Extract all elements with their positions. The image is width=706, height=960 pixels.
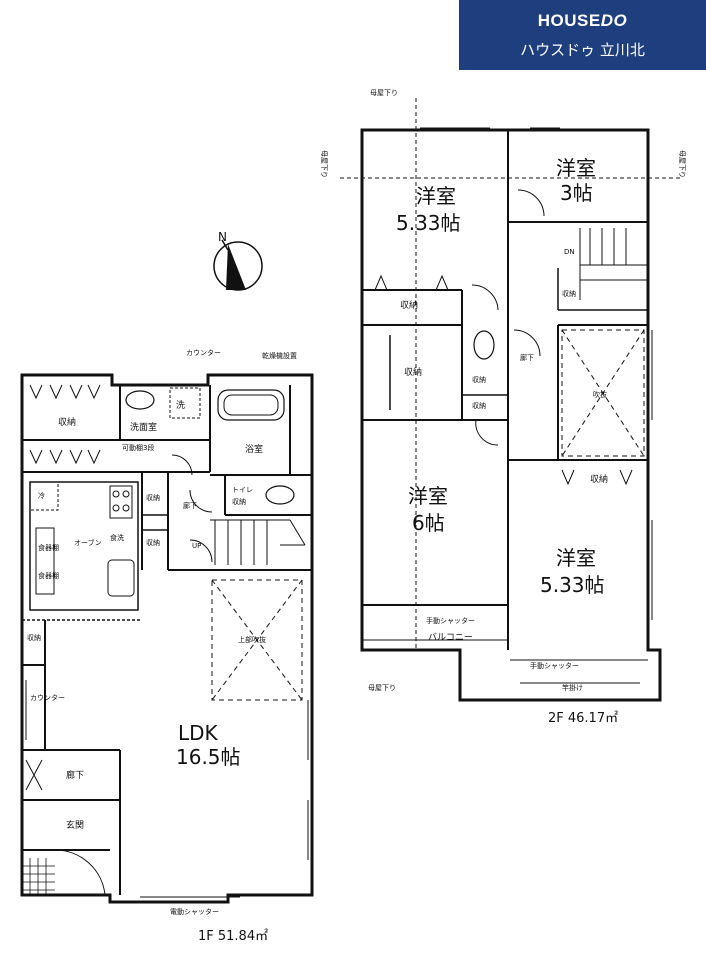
dryer-label: 乾燥機設置 <box>262 351 297 360</box>
dn-label: DN <box>564 248 575 256</box>
storage-6-label: 収納 <box>590 473 608 485</box>
floor-2-labels: 洋室 5.33帖 洋室 3帖 収納 収納 収納 収納 収納 収納 DN 廊下 吹… <box>320 89 686 726</box>
shutter-label: 電動シャッター <box>170 907 219 916</box>
toilet-label: トイレ <box>232 486 253 494</box>
stairwell-label: 上部吹抜 <box>238 635 266 644</box>
floor-2-area-label: 2F 46.17㎡ <box>548 711 618 726</box>
counter-left-label: カウンター <box>30 693 65 702</box>
pantry-1-label: 食器棚 <box>38 543 59 552</box>
western-1-label: 洋室 <box>416 184 456 208</box>
washroom-label: 洗面室 <box>130 421 157 433</box>
storage-2-label: 収納 <box>404 366 422 378</box>
brand-logo: HOUSEDO <box>537 11 628 30</box>
bath-label: 浴室 <box>245 443 263 455</box>
dishwasher-label: 食洗 <box>110 533 124 542</box>
counter-top-label: カウンター <box>186 348 221 357</box>
ldk-size-label: 16.5帖 <box>176 745 241 769</box>
hall-label: 廊下 <box>183 501 197 510</box>
western-3-size-label: 6帖 <box>412 511 445 535</box>
floor-1-plan <box>20 373 314 904</box>
storage-1-label: 収納 <box>400 299 418 311</box>
manual-shutter-1-label: 手動シャッター <box>426 616 475 625</box>
storage-small-1-label: 収納 <box>146 493 160 502</box>
north-compass-icon: N <box>213 230 263 291</box>
storage-3-label: 収納 <box>472 375 486 384</box>
balcony-label: バルコニー <box>428 632 473 643</box>
roof-bottom-label: 母屋下り <box>368 684 396 692</box>
pantry-2-label: 食器棚 <box>38 571 59 580</box>
storage-small-2-label: 収納 <box>146 538 160 547</box>
western-2-size-label: 3帖 <box>560 181 593 205</box>
compass-label: N <box>218 230 227 244</box>
toilet-storage-label: 収納 <box>232 497 246 506</box>
void-label: 吹抜 <box>593 390 607 399</box>
oven-label: オーブン <box>74 538 102 547</box>
hall-2f-label: 廊下 <box>520 353 534 362</box>
floor-1-area-label: 1F 51.84㎡ <box>198 929 268 944</box>
drying-rod-label: 竿掛け <box>562 683 583 692</box>
western-2-label: 洋室 <box>556 156 596 180</box>
western-3-label: 洋室 <box>408 484 448 508</box>
western-4-size-label: 5.33帖 <box>540 573 605 597</box>
storage-5-label: 収納 <box>562 289 576 298</box>
ldk-label: LDK <box>178 721 219 745</box>
roof-top-label: 母屋下り <box>370 89 398 97</box>
brand-banner: HOUSEDO ハウスドゥ 立川北 <box>459 0 706 70</box>
floor-1-labels: 収納 洗面室 洗 カウンター 乾燥機設置 浴室 可動棚3段 収納 収納 トイレ … <box>27 348 297 944</box>
western-1-size-label: 5.33帖 <box>396 211 461 235</box>
storage-4-label: 収納 <box>472 401 486 410</box>
floor-2-plan <box>340 98 680 702</box>
western-4-label: 洋室 <box>556 546 596 570</box>
hall-lower-label: 廊下 <box>66 769 84 781</box>
roof-right-label: 母屋下り <box>678 150 686 178</box>
storage-left-label: 収納 <box>27 633 41 642</box>
brand-branch: ハウスドゥ 立川北 <box>520 41 645 59</box>
entrance-label: 玄関 <box>66 819 84 831</box>
up-label: UP <box>192 542 201 550</box>
fridge-label: 冷 <box>38 491 45 500</box>
manual-shutter-2-label: 手動シャッター <box>530 661 579 670</box>
shelf-label: 可動棚3段 <box>122 443 154 452</box>
roof-left-label: 母屋下り <box>320 150 328 178</box>
storage-label: 収納 <box>58 416 76 428</box>
washer-label: 洗 <box>176 399 185 411</box>
